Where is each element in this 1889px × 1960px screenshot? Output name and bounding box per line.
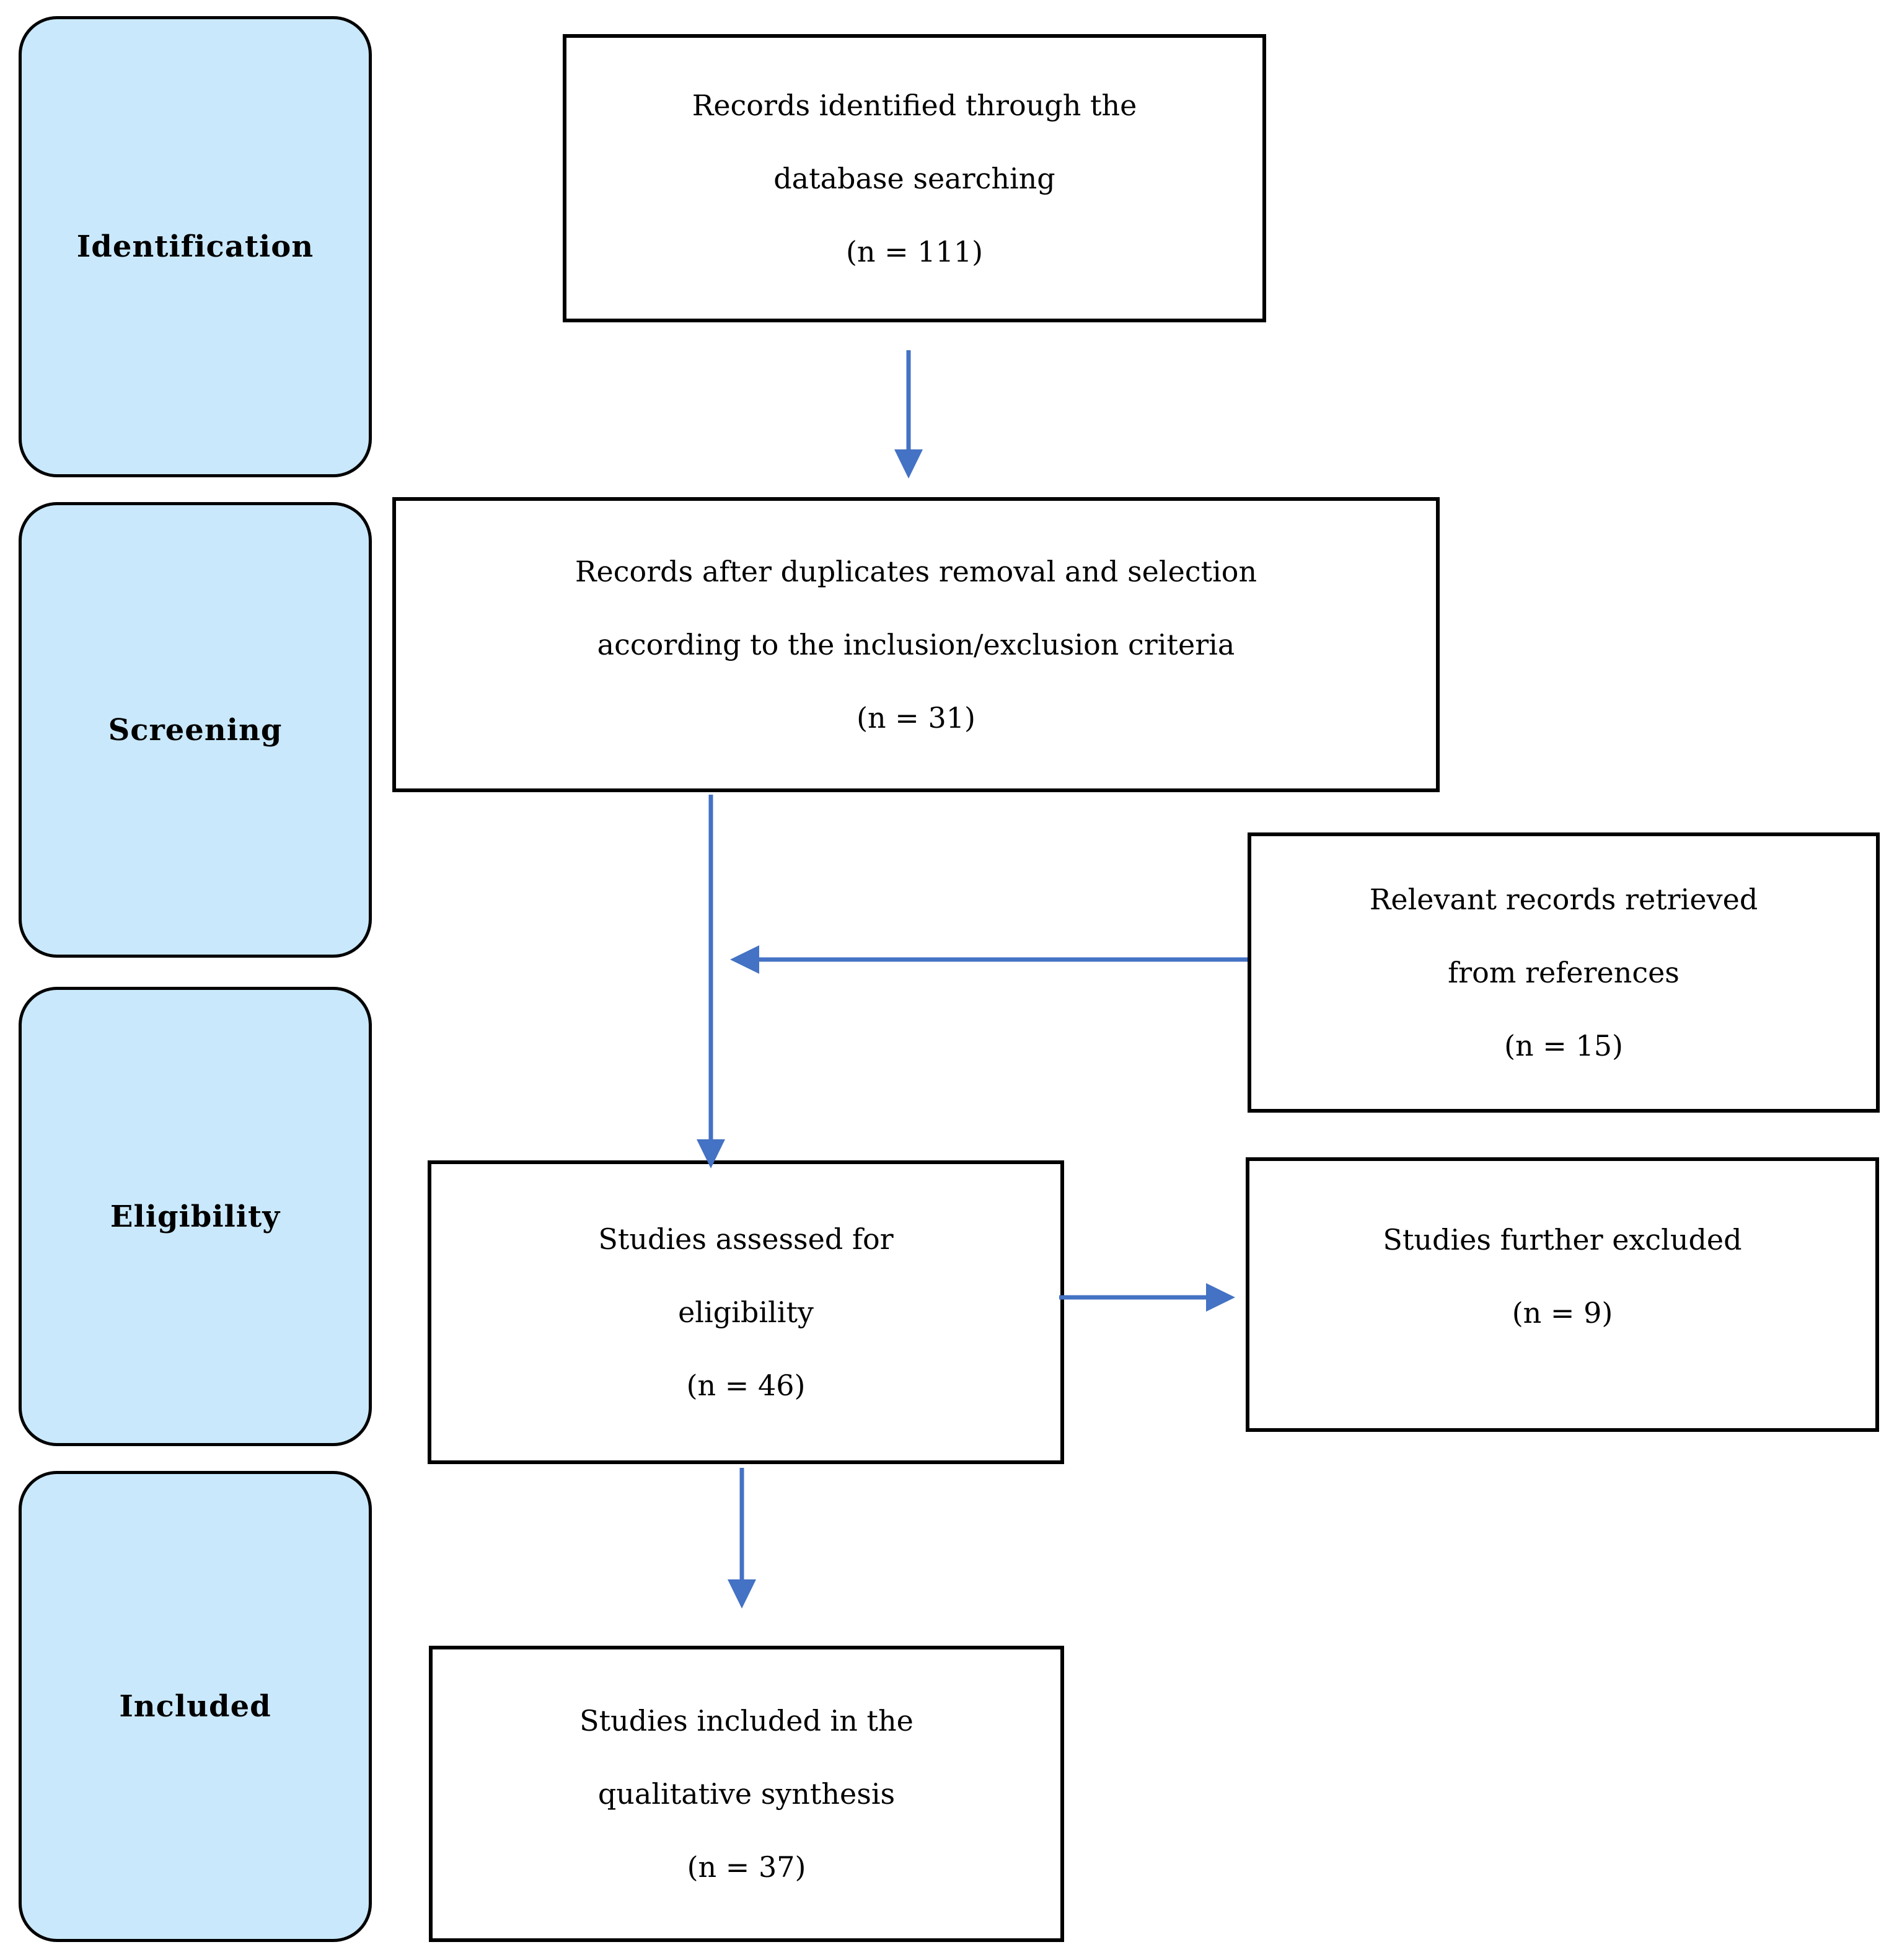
text-line: Studies assessed for (598, 1222, 894, 1256)
text-line: (n = 9) (1512, 1296, 1613, 1330)
box-studies-excluded: Studies further excluded (n = 9) (1246, 1157, 1879, 1432)
text-line: Studies included in the (579, 1704, 914, 1737)
text-line: Studies further excluded (1383, 1222, 1742, 1256)
box-records-after-duplicates: Records after duplicates removal and sel… (392, 497, 1440, 792)
stage-label: Eligibility (110, 1199, 281, 1234)
text-line: qualitative synthesis (597, 1777, 896, 1811)
stage-eligibility: Eligibility (19, 987, 372, 1446)
box-studies-included: Studies included in the qualitative synt… (429, 1646, 1064, 1942)
stage-identification: Identification (19, 16, 372, 477)
stage-label: Screening (108, 712, 283, 748)
text-line: database searching (773, 161, 1055, 195)
text-line: according to the inclusion/exclusion cri… (597, 628, 1235, 661)
arrow-duplicates-to-assessed (697, 795, 725, 1168)
box-studies-assessed: Studies assessed for eligibility (n = 46… (428, 1160, 1064, 1464)
text-line: (n = 37) (687, 1850, 806, 1884)
stage-included: Included (19, 1471, 372, 1942)
text-line: eligibility (678, 1296, 814, 1329)
stage-label: Identification (76, 229, 314, 264)
text-line: (n = 111) (845, 234, 984, 268)
box-relevant-references: Relevant records retrieved from referenc… (1248, 832, 1880, 1113)
arrow-identified-to-duplicates (894, 350, 923, 479)
arrow-references-to-flow (730, 945, 1248, 974)
text-line: Relevant records retrieved (1369, 883, 1758, 916)
text-line: Records after duplicates removal and sel… (575, 555, 1257, 588)
text-line: from references (1448, 956, 1680, 989)
text-line: (n = 46) (686, 1369, 806, 1402)
arrow-assessed-to-included (728, 1468, 756, 1609)
box-records-identified: Records identified through the database … (563, 34, 1266, 322)
arrow-assessed-to-excluded (1059, 1283, 1235, 1312)
stage-label: Included (119, 1689, 271, 1724)
text-line: Records identified through the (692, 88, 1137, 122)
text-line: (n = 31) (856, 701, 975, 735)
text-line: (n = 15) (1504, 1029, 1623, 1062)
stage-screening: Screening (19, 502, 372, 958)
